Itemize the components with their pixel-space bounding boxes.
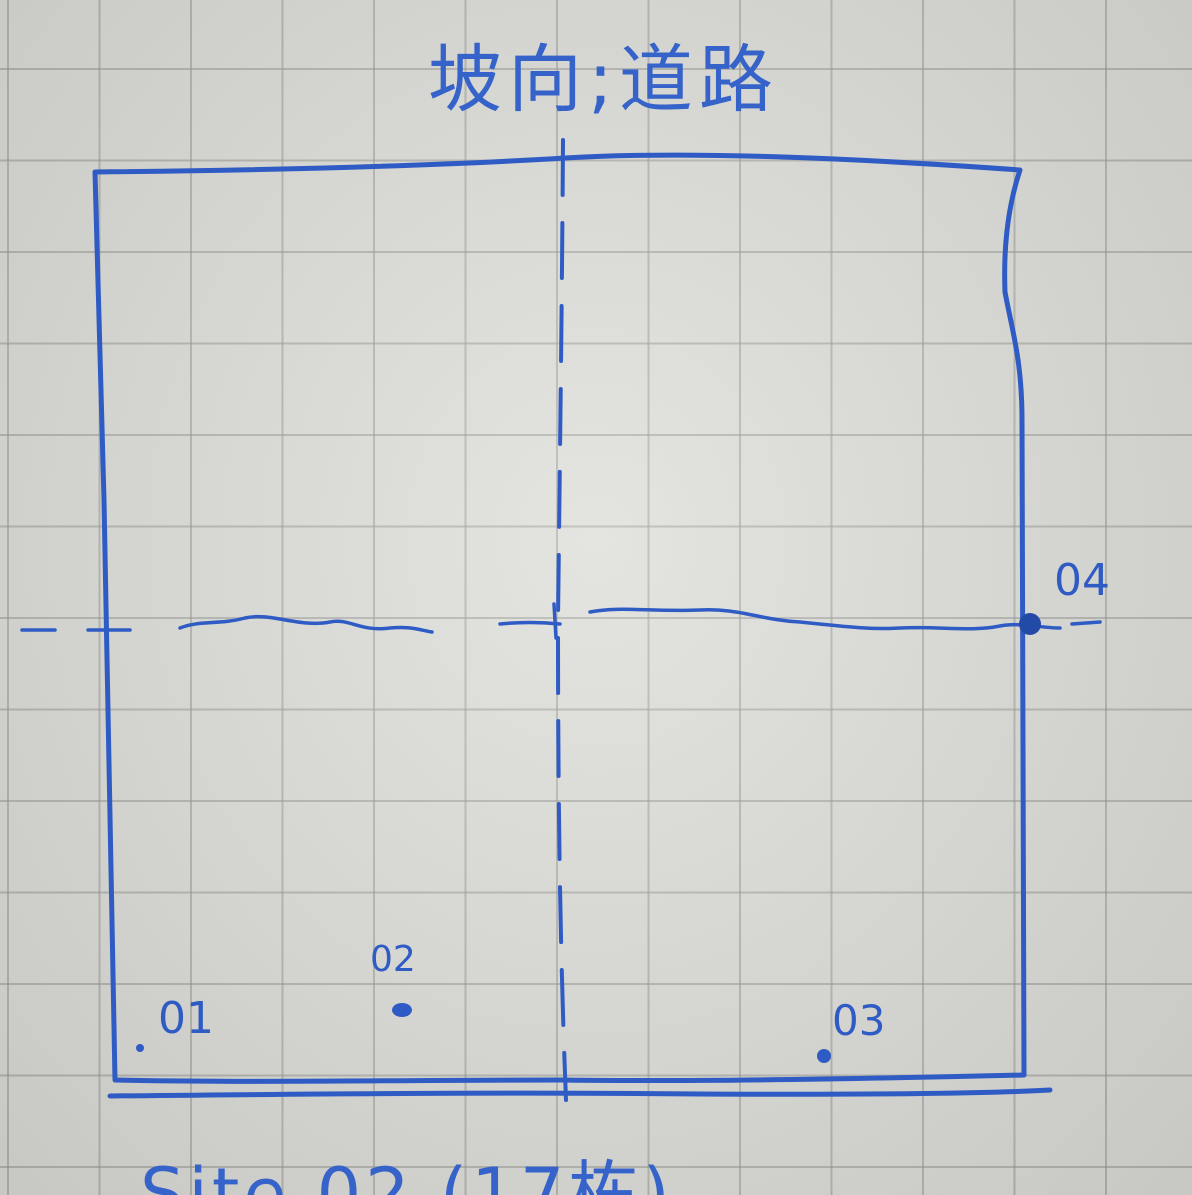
- slope-line-wave-3: [588, 607, 1062, 631]
- survey-point-02-label: 02: [370, 939, 416, 980]
- sketch-title: 坡向;道路: [428, 37, 779, 123]
- road-bottom-line: [107, 1087, 1053, 1099]
- survey-point-03-label: 03: [832, 996, 885, 1045]
- site-label: Site 02 (17栋): [140, 1153, 674, 1195]
- survey-point-04-label: 04: [1054, 555, 1110, 606]
- site-boundary: [92, 152, 1027, 1084]
- survey-point-01-label: 01: [158, 993, 214, 1044]
- survey-point-01-dot: [136, 1044, 144, 1052]
- survey-point-04-dot: [1019, 613, 1041, 635]
- survey-point-03-dot: [817, 1049, 831, 1063]
- slope-line-wave-2: [498, 620, 562, 626]
- slope-line-tick: [552, 602, 558, 640]
- vertical-axis-dashed: [556, 138, 568, 1102]
- slope-line-wave-1: [178, 614, 434, 634]
- slope-line-right-dash: [1070, 620, 1102, 626]
- survey-point-02-dot: [392, 1003, 412, 1017]
